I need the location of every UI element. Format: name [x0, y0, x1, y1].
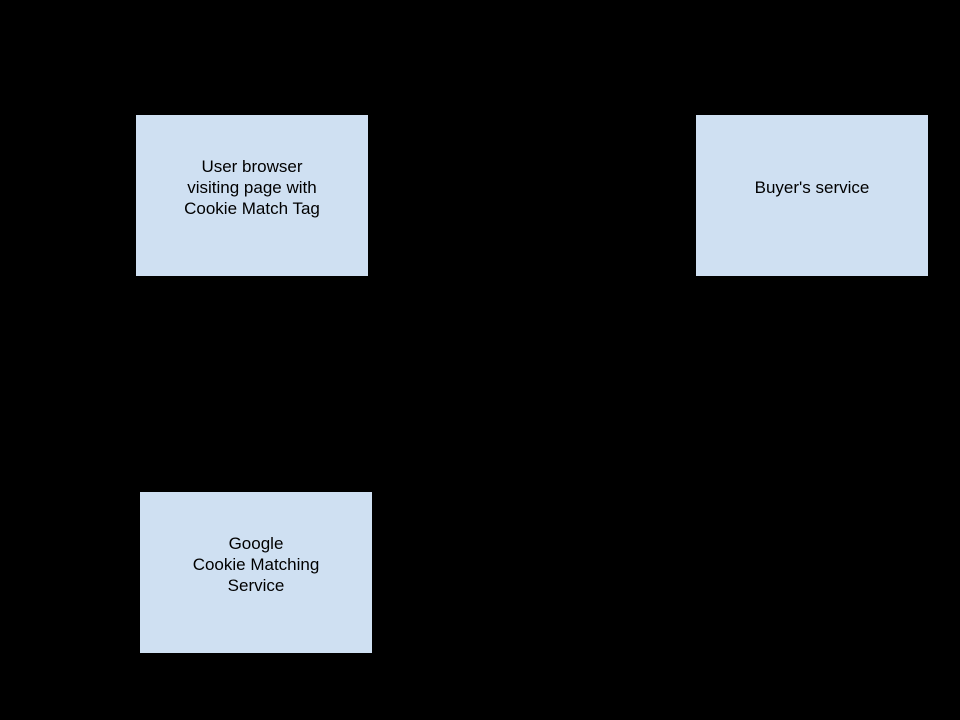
node-buyers-service-label: Buyer's service	[754, 178, 870, 197]
node-buyers-service[interactable]: Buyer's service	[696, 115, 928, 276]
node-user-browser-label: User browser visiting page with Cookie M…	[184, 157, 320, 218]
node-google-cookie-matching-service[interactable]: Google Cookie Matching Service	[140, 492, 372, 653]
node-google-cookie-matching-service-label: Google Cookie Matching Service	[192, 534, 320, 595]
node-user-browser[interactable]: User browser visiting page with Cookie M…	[136, 115, 368, 276]
